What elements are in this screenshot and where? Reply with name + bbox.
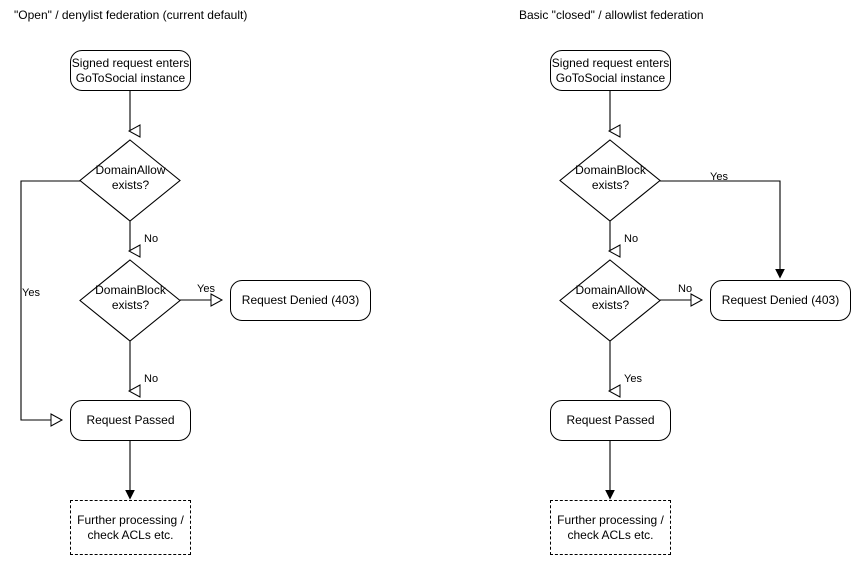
node-request-denied-left: Request Denied (403) — [230, 280, 371, 321]
decision-domainallow-right-line2: exists? — [591, 298, 630, 312]
node-start-left-line2: GoToSocial instance — [75, 70, 186, 85]
node-request-passed-left-label: Request Passed — [86, 413, 175, 427]
edge-label-domainallow-no-right: No — [678, 283, 693, 295]
node-decision-domainallow-right-text: DomainAllow exists? — [560, 283, 661, 313]
edge-label-domainblock-no-right: No — [624, 233, 639, 245]
decision-domainallow-right-line1: DomainAllow — [575, 283, 646, 297]
node-further-processing-right-line2: check ACLs etc. — [567, 527, 654, 542]
chart-title-open-denylist: "Open" / denylist federation (current de… — [14, 8, 248, 22]
node-decision-domainblock-left-text: DomainBlock exists? — [80, 283, 181, 313]
node-decision-domainallow-left-text: DomainAllow exists? — [80, 163, 181, 193]
node-further-processing-right-line1: Further processing / — [557, 512, 664, 527]
edge-label-domainblock-yes-right: Yes — [710, 171, 728, 183]
node-start-right-line1: Signed request enters — [551, 55, 670, 70]
chart-title-closed-allowlist: Basic "closed" / allowlist federation — [519, 8, 704, 22]
decision-domainblock-left-line2: exists? — [111, 298, 150, 312]
node-further-processing-left-line2: check ACLs etc. — [87, 527, 174, 542]
node-start-left-line1: Signed request enters — [71, 55, 190, 70]
node-request-passed-right-label: Request Passed — [566, 413, 655, 427]
decision-domainblock-left-line1: DomainBlock — [95, 283, 166, 297]
edge-domainallow-yes-to-passed — [20, 180, 80, 427]
decision-domainallow-left-line2: exists? — [111, 178, 150, 192]
edge-domainblock-yes-to-denied-right — [660, 180, 780, 277]
node-request-denied-right-label: Request Denied (403) — [721, 293, 840, 307]
node-request-denied-left-label: Request Denied (403) — [241, 293, 360, 307]
edge-label-domainallow-yes-left: Yes — [22, 287, 40, 299]
edge-label-domainallow-no-left: No — [144, 233, 159, 245]
edge-label-domainblock-no-left: No — [144, 373, 159, 385]
node-start-right: Signed request enters GoToSocial instanc… — [550, 50, 671, 91]
node-decision-domainblock-right-text: DomainBlock exists? — [560, 163, 661, 193]
node-further-processing-left-line1: Further processing / — [77, 512, 184, 527]
node-further-processing-right: Further processing / check ACLs etc. — [550, 500, 671, 555]
node-start-right-line2: GoToSocial instance — [555, 70, 666, 85]
decision-domainblock-right-line1: DomainBlock — [575, 163, 646, 177]
decision-domainallow-left-line1: DomainAllow — [95, 163, 166, 177]
node-request-denied-right: Request Denied (403) — [710, 280, 851, 321]
node-request-passed-right: Request Passed — [550, 400, 671, 441]
node-start-left: Signed request enters GoToSocial instanc… — [70, 50, 191, 91]
edge-label-domainallow-yes-right: Yes — [624, 373, 642, 385]
node-further-processing-left: Further processing / check ACLs etc. — [70, 500, 191, 555]
edge-label-domainblock-yes-left: Yes — [197, 283, 215, 295]
decision-domainblock-right-line2: exists? — [591, 178, 630, 192]
node-request-passed-left: Request Passed — [70, 400, 191, 441]
